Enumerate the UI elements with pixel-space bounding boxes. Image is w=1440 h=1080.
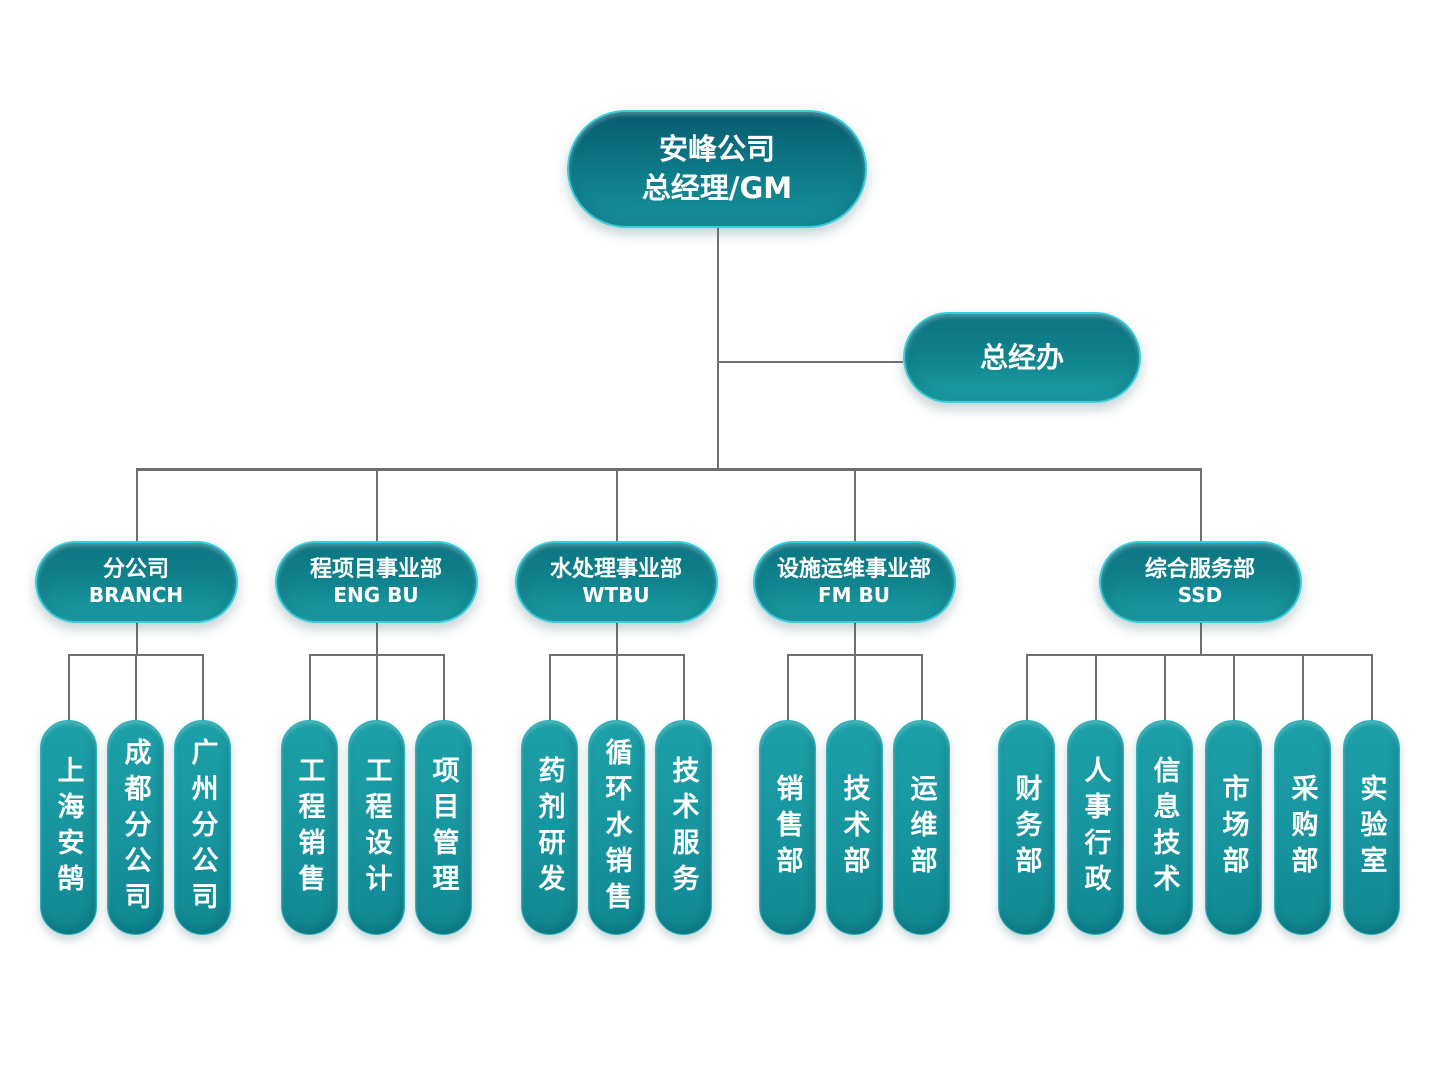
connector-line <box>1164 654 1166 722</box>
leaf-node-fm-bu-1: 技术部 <box>825 720 883 935</box>
connector-line <box>136 468 1200 471</box>
leaf-label: 实验室 <box>1355 773 1387 882</box>
dept-name-en: FM BU <box>817 583 890 608</box>
leaf-label: 药剂研发 <box>533 755 565 900</box>
leaf-node-eng-bu-1: 工程设计 <box>347 720 405 935</box>
leaf-node-fm-bu-2: 运维部 <box>892 720 950 935</box>
connector-line <box>202 654 204 722</box>
leaf-node-wtbu-2: 技术服务 <box>654 720 712 935</box>
leaf-label: 信息技术 <box>1148 755 1180 900</box>
leaf-label: 财务部 <box>1010 773 1042 882</box>
connector-line <box>136 623 138 654</box>
connector-line <box>717 228 719 471</box>
leaf-label: 销售部 <box>771 773 803 882</box>
leaf-node-eng-bu-0: 工程销售 <box>280 720 338 935</box>
connector-line <box>549 654 551 722</box>
leaf-node-ssd-2: 信息技术 <box>1135 720 1193 935</box>
connector-line <box>443 654 445 722</box>
leaf-node-ssd-4: 采购部 <box>1273 720 1331 935</box>
connector-line <box>616 468 618 541</box>
connector-line <box>1200 468 1202 541</box>
connector-line <box>376 623 378 654</box>
leaf-node-branch-1: 成都分公司 <box>106 720 164 935</box>
leaf-label: 技术服务 <box>667 755 699 900</box>
connector-line <box>683 654 685 722</box>
root-company-name: 安峰公司 <box>658 131 775 166</box>
connector-line <box>376 654 378 722</box>
connector-line <box>616 623 618 654</box>
leaf-label: 循环水销售 <box>600 737 632 918</box>
staff-office-label: 总经办 <box>979 340 1064 374</box>
leaf-label: 工程销售 <box>293 755 325 900</box>
connector-line <box>1095 654 1097 722</box>
dept-name-cn: 分公司 <box>102 556 169 582</box>
connector-line <box>717 361 903 363</box>
leaf-label: 项目管理 <box>427 755 459 900</box>
connector-line <box>854 468 856 541</box>
leaf-node-ssd-0: 财务部 <box>997 720 1055 935</box>
connector-line <box>921 654 923 722</box>
connector-line <box>787 654 789 722</box>
root-gm-title: 总经理/GM <box>641 171 793 205</box>
connector-line <box>309 654 311 722</box>
connector-line <box>1233 654 1235 722</box>
leaf-label: 上海安鹄 <box>52 755 84 900</box>
leaf-node-fm-bu-0: 销售部 <box>758 720 816 935</box>
connector-line <box>616 654 618 722</box>
leaf-label: 技术部 <box>838 773 870 882</box>
leaf-label: 采购部 <box>1286 773 1318 882</box>
dept-name-en: SSD <box>1177 583 1223 608</box>
connector-line <box>1302 654 1304 722</box>
dept-name-en: WTBU <box>582 583 650 608</box>
connector-line <box>854 623 856 654</box>
dept-name-cn: 水处理事业部 <box>549 556 682 582</box>
connector-line <box>1026 654 1371 656</box>
leaf-node-ssd-5: 实验室 <box>1342 720 1400 935</box>
staff-office-node: 总经办 <box>903 312 1141 403</box>
dept-name-en: ENG BU <box>333 583 419 608</box>
connector-line <box>376 468 378 541</box>
leaf-label: 人事行政 <box>1079 755 1111 900</box>
connector-line <box>68 654 70 722</box>
leaf-node-eng-bu-2: 项目管理 <box>414 720 472 935</box>
leaf-node-branch-0: 上海安鹄 <box>39 720 97 935</box>
leaf-label: 市场部 <box>1217 773 1249 882</box>
leaf-node-wtbu-0: 药剂研发 <box>520 720 578 935</box>
dept-name-en: BRANCH <box>88 583 184 608</box>
leaf-node-ssd-3: 市场部 <box>1204 720 1262 935</box>
dept-name-cn: 综合服务部 <box>1144 556 1255 582</box>
leaf-label: 工程设计 <box>360 755 392 900</box>
leaf-node-wtbu-1: 循环水销售 <box>587 720 645 935</box>
leaf-label: 运维部 <box>905 773 937 882</box>
dept-name-cn: 设施运维事业部 <box>776 556 931 582</box>
connector-line <box>1200 623 1202 654</box>
leaf-node-ssd-1: 人事行政 <box>1066 720 1124 935</box>
connector-line <box>135 654 137 722</box>
leaf-node-branch-2: 广州分公司 <box>173 720 231 935</box>
leaf-label: 广州分公司 <box>186 737 218 918</box>
connector-line <box>1026 654 1028 722</box>
connector-line <box>854 654 856 722</box>
dept-name-cn: 程项目事业部 <box>309 556 442 582</box>
connector-line <box>1371 654 1373 722</box>
root-node-general-manager: 安峰公司 总经理/GM <box>567 110 867 228</box>
leaf-label: 成都分公司 <box>119 737 151 918</box>
connector-line <box>136 468 138 541</box>
